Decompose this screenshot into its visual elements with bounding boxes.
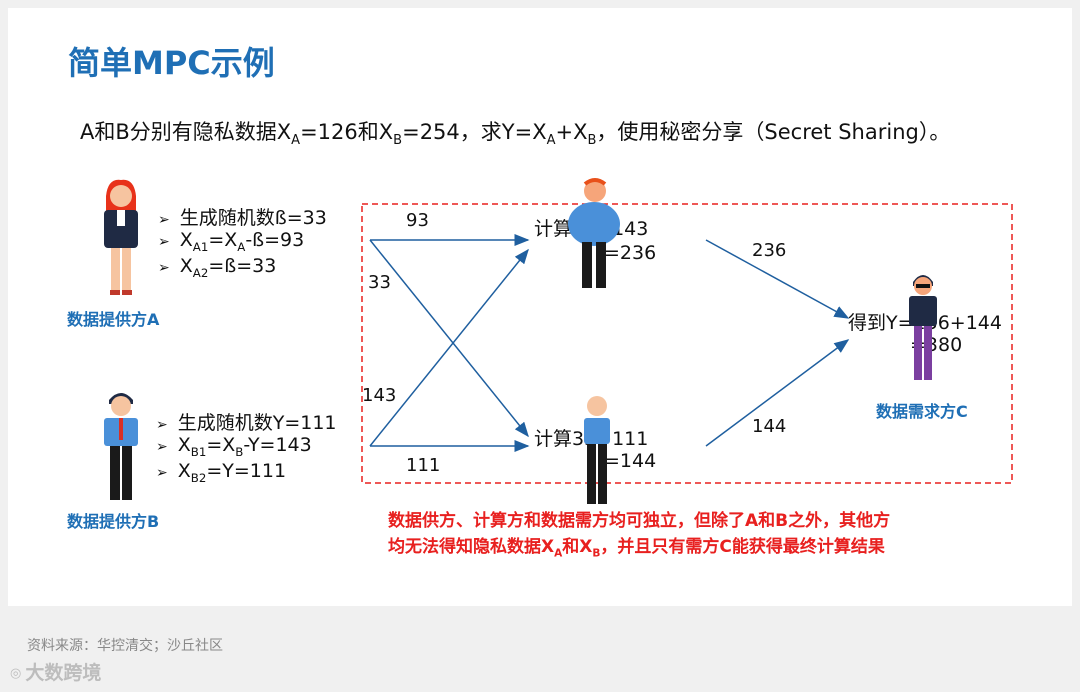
provider-a-step-1: ➢生成随机数ß=33 — [158, 207, 327, 229]
arrow-bottom-to-c — [705, 339, 850, 447]
computation-boundary-box — [361, 203, 1013, 484]
calculator-bottom-person-icon — [584, 396, 610, 504]
edge-label-a-to-top: 93 — [406, 210, 429, 231]
arrow-top-to-c — [705, 239, 850, 319]
consumer-result-line-2: =380 — [910, 334, 963, 356]
provider-a-person-icon — [104, 179, 138, 295]
bullet-arrow-icon: ➢ — [156, 465, 168, 481]
slide — [8, 8, 1072, 606]
edge-label-a-to-bottom: 33 — [368, 272, 391, 293]
bullet-arrow-icon: ➢ — [156, 417, 168, 433]
edge-label-bottom-to-c: 144 — [752, 416, 787, 437]
consumer-c-person-icon — [909, 275, 937, 380]
bullet-arrow-icon: ➢ — [158, 260, 170, 276]
consumer-c-label: 数据需求方C — [876, 402, 968, 421]
source-citation: 资料来源：华控清交；沙丘社区 — [27, 638, 223, 654]
edge-label-b-to-top: 143 — [362, 385, 397, 406]
arrow-a-to-bottom — [369, 239, 529, 438]
watermark-logo: ◎大数跨境 — [10, 662, 102, 684]
provider-b-person-icon — [104, 393, 138, 500]
problem-description: A和B分别有隐私数据XA=126和XB=254，求Y=XA+XB，使用秘密分享（… — [80, 120, 951, 149]
brand-logo-icon: ◎ — [10, 666, 22, 681]
provider-b-step-2: ➢XB1=XB-Y=143 — [156, 434, 312, 459]
page-title: 简单MPC示例 — [68, 44, 275, 82]
bullet-arrow-icon: ➢ — [156, 439, 168, 455]
provider-b-step-3: ➢XB2=Y=111 — [156, 460, 287, 485]
provider-a-label: 数据提供方A — [67, 310, 160, 329]
provider-a-step-3: ➢XA2=ß=33 — [158, 255, 277, 280]
provider-b-step-1: ➢生成随机数Y=111 — [156, 412, 337, 434]
bullet-arrow-icon: ➢ — [158, 234, 170, 250]
provider-a-step-2: ➢XA1=XA-ß=93 — [158, 229, 305, 254]
calc-bottom-line-2: =144 — [604, 450, 657, 472]
privacy-note: 数据供方、计算方和数据需方均可独立，但除了A和B之外，其他方 均无法得知隐私数据… — [388, 511, 891, 560]
calculator-top-person-icon — [568, 178, 620, 288]
provider-b-label: 数据提供方B — [67, 512, 160, 531]
edge-label-top-to-c: 236 — [752, 240, 787, 261]
bullet-arrow-icon: ➢ — [158, 212, 170, 228]
arrow-b-to-top — [369, 248, 529, 447]
calc-top-line-2: =236 — [604, 242, 657, 264]
edge-label-b-to-bottom: 111 — [406, 455, 441, 476]
